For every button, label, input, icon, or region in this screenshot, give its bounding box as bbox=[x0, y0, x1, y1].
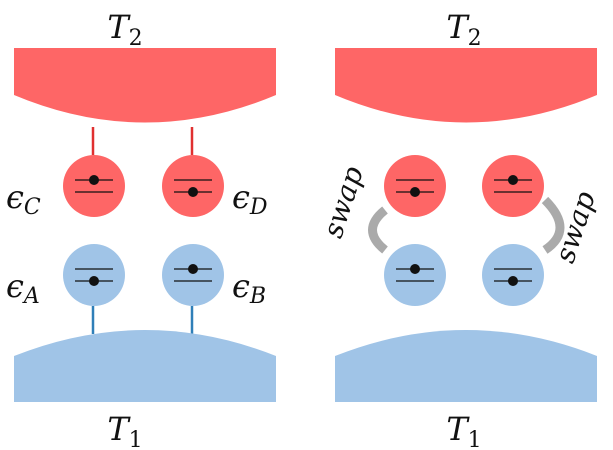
left-dot-a bbox=[63, 244, 125, 306]
left-dot-b bbox=[162, 244, 224, 306]
swap-label-left: swap bbox=[316, 162, 370, 242]
swap-arc-right-icon bbox=[541, 196, 565, 254]
electron-icon bbox=[188, 187, 198, 197]
swap-arc-left-icon bbox=[368, 206, 388, 254]
right-top-reservoir-label: T2 bbox=[446, 8, 481, 51]
left-dot-d bbox=[162, 155, 224, 217]
left-dot-c bbox=[63, 155, 125, 217]
right-bottom-reservoir-label: T1 bbox=[446, 410, 481, 450]
electron-icon bbox=[410, 187, 420, 197]
right-hot-reservoir bbox=[335, 48, 597, 123]
left-hot-reservoir bbox=[14, 48, 276, 123]
right-panel: T2 bbox=[316, 8, 602, 450]
label-epsilon-c: ϵC bbox=[6, 178, 41, 220]
right-cold-reservoir bbox=[335, 330, 597, 402]
left-cold-reservoir bbox=[14, 330, 276, 402]
right-dot-b bbox=[482, 244, 544, 306]
electron-icon bbox=[89, 175, 99, 185]
right-dot-c bbox=[384, 155, 446, 217]
electron-icon bbox=[410, 264, 420, 274]
label-epsilon-a: ϵA bbox=[6, 267, 40, 309]
label-epsilon-b: ϵB bbox=[232, 267, 266, 309]
electron-icon bbox=[188, 264, 198, 274]
left-top-reservoir-label: T2 bbox=[107, 8, 142, 51]
left-panel: T2 bbox=[6, 8, 276, 450]
right-dot-d bbox=[482, 155, 544, 217]
electron-icon bbox=[89, 276, 99, 286]
left-bottom-reservoir-label: T1 bbox=[107, 410, 142, 450]
electron-icon bbox=[508, 175, 518, 185]
right-dot-a bbox=[384, 244, 446, 306]
label-epsilon-d: ϵD bbox=[232, 178, 268, 220]
electron-icon bbox=[508, 276, 518, 286]
